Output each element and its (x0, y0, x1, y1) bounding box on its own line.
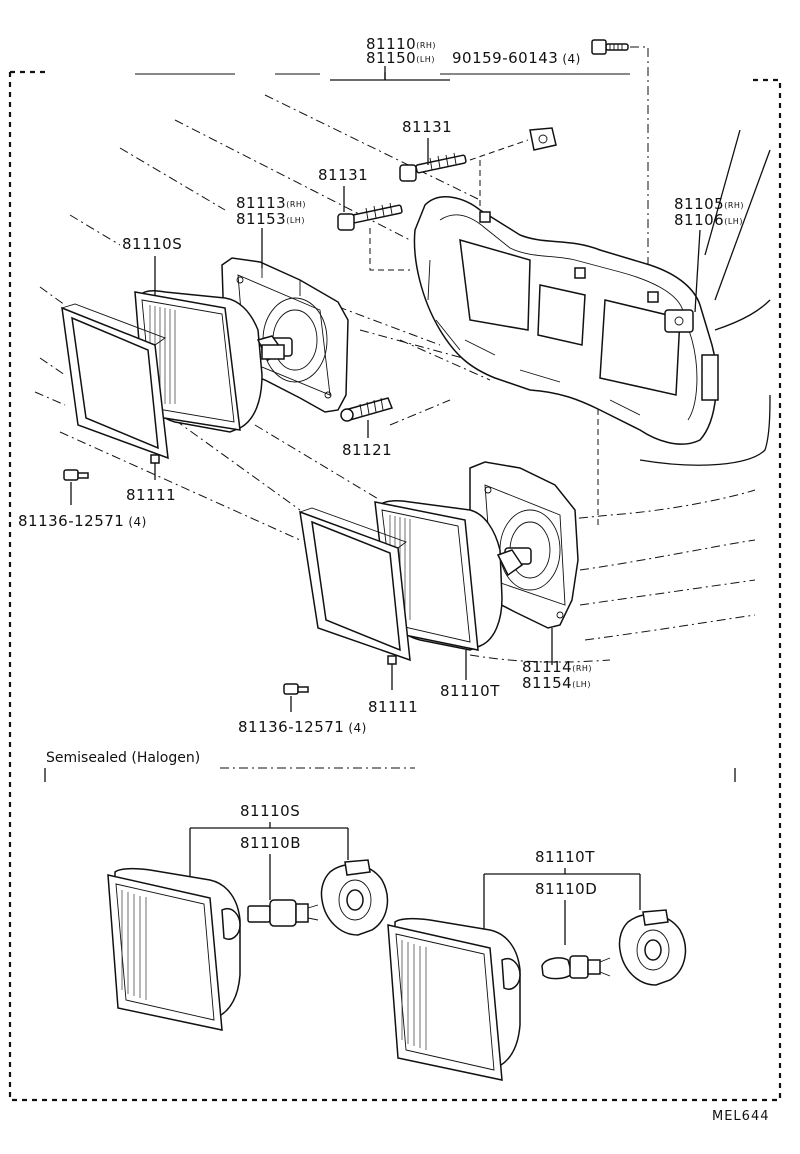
svg-text:81114(RH): 81114(RH) (522, 658, 592, 676)
clip-nut-icon (529, 127, 557, 151)
socket-right-icon (618, 909, 687, 986)
bezel-upper (61, 303, 169, 480)
part-labels: 81131 81131 81113(RH) 81153(LH) 81105(RH… (18, 118, 744, 736)
sealed-lamp-upper (134, 290, 285, 433)
semi-left-bulb-label: 81110B (240, 834, 301, 852)
semisealed-heading: Semisealed (Halogen) (46, 750, 200, 766)
svg-text:81110(RH): 81110(RH) (366, 35, 436, 53)
assembly-label: 81110(RH) 81150(LH) 90159-60143(4) (366, 35, 581, 80)
bulb-81110D-icon (541, 955, 611, 980)
svg-text:81154(LH): 81154(LH) (522, 674, 591, 692)
semi-right-lamp-label: 81110T (535, 848, 595, 866)
adjuster-screw-81121-icon (340, 397, 394, 438)
socket-left-icon (320, 859, 389, 936)
lamp-81110S-label: 81110S (122, 235, 182, 253)
semisealed-section: Semisealed (Halogen) 81110S 81110B (46, 750, 687, 1081)
screw-81136-lower-label: 81136-12571(4) (238, 718, 367, 736)
svg-text:81113(RH): 81113(RH) (236, 194, 306, 212)
svg-text:81150(LH): 81150(LH) (366, 49, 435, 67)
bolt-81131-lower-icon (337, 202, 403, 231)
headlamp-housing (413, 196, 719, 445)
svg-text:81105(RH): 81105(RH) (674, 195, 744, 213)
bolt-81131-upper-label: 81131 (402, 118, 452, 136)
bolt-81131-lower-label: 81131 (318, 166, 368, 184)
bezel-lower (299, 507, 411, 690)
semi-left-lamp-label: 81110S (240, 802, 300, 820)
lamp-81110T-label: 81110T (440, 682, 500, 700)
bolt-81131-upper-icon (399, 152, 467, 182)
bulb-81110B-icon (247, 899, 319, 927)
adjuster-81121-label: 81121 (342, 441, 392, 459)
screw-90159-icon (591, 39, 649, 300)
screw-81136-upper-label: 81136-12571(4) (18, 512, 147, 530)
bezel-81111-upper-label: 81111 (126, 486, 176, 504)
bezel-81111-lower-label: 81111 (368, 698, 418, 716)
svg-text:81106(LH): 81106(LH) (674, 211, 743, 229)
semi-right-bulb-label: 81110D (535, 880, 597, 898)
semi-lamp-81110S (107, 867, 241, 1031)
screw-81136-lower-icon (283, 683, 309, 712)
screw-81136-upper-icon (63, 469, 89, 505)
screw-90159-label: 90159-60143(4) (452, 49, 581, 67)
semi-lamp-81110T (387, 917, 521, 1081)
drawing-code: MEL644 (712, 1109, 770, 1124)
alignment-lines (34, 94, 756, 782)
body-contour (639, 129, 771, 466)
svg-text:81153(LH): 81153(LH) (236, 210, 305, 228)
